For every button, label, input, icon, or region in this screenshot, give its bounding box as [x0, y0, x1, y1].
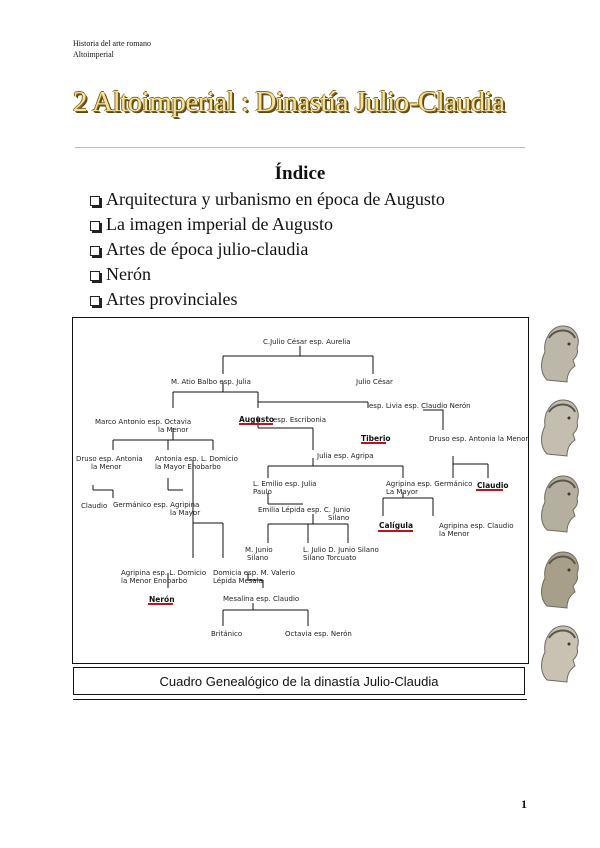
toc-item[interactable]: Artes provinciales — [90, 287, 445, 312]
node-mesalina: Mesalina esp. Claudio — [223, 595, 299, 603]
toc-heading: Índice — [274, 163, 326, 184]
node-agripina-claudio-2: la Menor — [439, 530, 470, 538]
node-agripina-neron: Agripina esp. L. Domicio — [121, 569, 206, 577]
toc-item-label: La imagen imperial de Augusto — [106, 214, 333, 234]
page-title: 2 Altoimperial : Dinastía Julio-Claudia — [73, 86, 505, 118]
toc-item-label: Nerón — [106, 264, 151, 284]
node-emilia-2: Silano — [328, 514, 349, 522]
node-augusto-esp: esp. Escribonia — [273, 416, 326, 424]
node-germanico-leaf: Germánico esp. Agripina — [113, 501, 199, 509]
caption-divider — [73, 699, 527, 700]
node-emilio: L. Emilio esp. Julia — [253, 480, 316, 488]
node-agripina-germanico-2: La Mayor — [386, 488, 418, 496]
bust-portrait-icon — [541, 625, 579, 683]
node-marco-antonio-2: la Menor — [158, 426, 189, 434]
checkbox-bullet-icon — [90, 270, 100, 281]
tree-connectors — [92, 346, 489, 626]
checkbox-bullet-icon — [90, 195, 100, 206]
toc-item[interactable]: La imagen imperial de Augusto — [90, 212, 445, 237]
family-tree-figure: C.Julio César esp. Aurelia M. Atio Balbo… — [72, 317, 529, 664]
node-livia: esp. Livia esp. Claudio Nerón — [369, 402, 471, 410]
node-domicia: Domicia esp. M. Valerio — [213, 569, 295, 577]
bust-portrait-icon — [541, 399, 579, 457]
node-emilio-2: Paulo — [253, 488, 272, 496]
node-octavia: Octavia esp. Nerón — [285, 630, 352, 638]
bust-portrait-icon — [541, 325, 579, 383]
node-marco-antonio: Marco Antonio esp. Octavia — [95, 418, 191, 426]
toc-list: Arquitectura y urbanismo en época de Aug… — [90, 187, 445, 312]
bust-portrait-icon — [541, 475, 579, 533]
node-britanico: Británico — [211, 630, 242, 638]
node-tiberio: Tiberio — [361, 434, 391, 443]
node-agripina-neron-2: la Menor Enobarbo — [121, 577, 187, 585]
checkbox-bullet-icon — [90, 295, 100, 306]
node-antonia-2: la Mayor Enobarbo — [155, 463, 221, 471]
node-druso: Druso esp. Antonia — [76, 455, 143, 463]
node-ljulio: L. Julio D. Junio Silano — [303, 546, 379, 554]
node-neron: Nerón — [149, 595, 175, 604]
node-junio: M. Junio — [245, 546, 273, 554]
toc-item[interactable]: Nerón — [90, 262, 445, 287]
node-agripina-germanico: Agripina esp. Germánico — [386, 480, 472, 488]
toc-item[interactable]: Artes de época julio-claudia — [90, 237, 445, 262]
node-julio-cesar: Julio César — [355, 378, 393, 386]
title-divider — [75, 147, 525, 148]
header-section: Altoimperial — [73, 50, 114, 59]
toc-item[interactable]: Arquitectura y urbanismo en época de Aug… — [90, 187, 445, 212]
node-domicia-2: Lépida Mesala — [213, 577, 263, 585]
node-atio: M. Atio Balbo esp. Julia — [171, 378, 251, 386]
node-caligula: Calígula — [379, 521, 413, 530]
toc-item-label: Artes provinciales — [106, 289, 238, 309]
page-number: 1 — [521, 797, 527, 811]
checkbox-bullet-icon — [90, 220, 100, 231]
figure-caption: Cuadro Genealógico de la dinastía Julio-… — [73, 667, 525, 695]
toc-item-label: Artes de época julio-claudia — [106, 239, 309, 259]
header-course: Historia del arte romano — [73, 39, 151, 48]
running-header: Historia del arte romano Altoimperial — [73, 38, 151, 60]
node-claudio: Claudio — [477, 481, 509, 490]
node-emilia: Emilia Lépida esp. C. Junio — [258, 506, 350, 514]
node-agripina-claudio: Agripina esp. Claudio — [439, 522, 513, 530]
checkbox-bullet-icon — [90, 245, 100, 256]
node-ljulio-2: Silano Torcuato — [303, 554, 356, 562]
node-root: C.Julio César esp. Aurelia — [263, 338, 351, 346]
bust-portrait-icon — [541, 551, 579, 609]
emperor-busts — [529, 318, 589, 688]
node-junio-2: Silano — [247, 554, 268, 562]
node-augusto: Augusto — [239, 415, 274, 424]
node-julia-agripa: Julia esp. Agripa — [316, 452, 374, 460]
family-tree-diagram: C.Julio César esp. Aurelia M. Atio Balbo… — [76, 338, 528, 638]
emphasis-underlines — [148, 423, 503, 605]
node-germanico-leaf-2: la Mayor — [170, 509, 200, 517]
node-antonia: Antonia esp. L. Domicio — [155, 455, 238, 463]
node-druso-2: la Menor — [91, 463, 122, 471]
node-druso-tiberio: Druso esp. Antonia la Menor — [429, 435, 528, 443]
toc-item-label: Arquitectura y urbanismo en época de Aug… — [106, 189, 445, 209]
node-claudio-leaf: Claudio — [81, 502, 107, 510]
